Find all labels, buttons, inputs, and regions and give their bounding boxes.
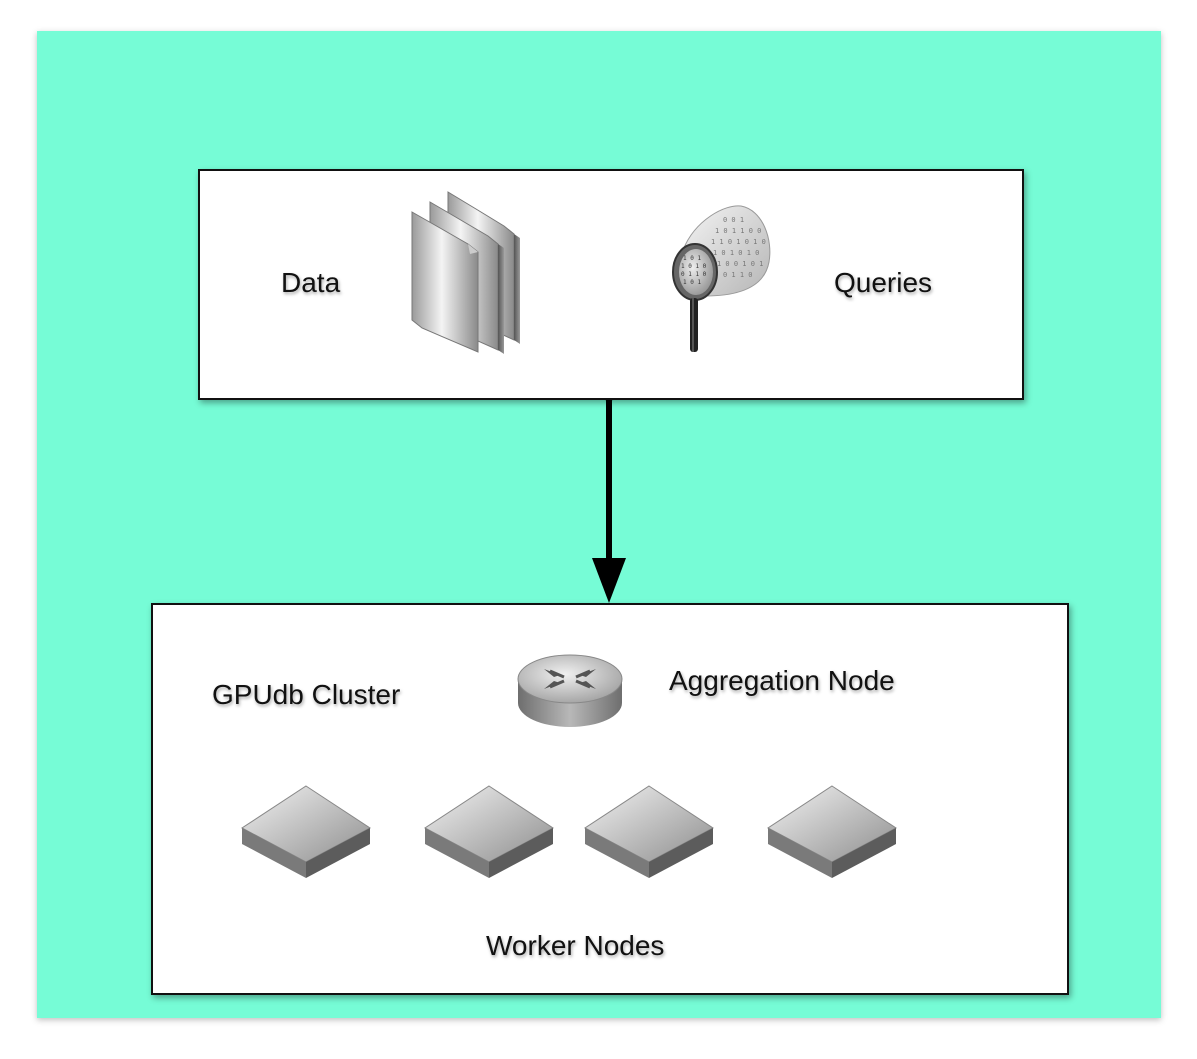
svg-text:1 0 1 0 1 0: 1 0 1 0 1 0 — [713, 249, 759, 257]
svg-text:0 0 1: 0 0 1 — [723, 216, 744, 224]
magnifier-binary-icon: 0 0 1 1 0 1 1 0 0 1 1 0 1 0 1 0 1 0 1 0 … — [672, 205, 771, 352]
worker-node-icon — [424, 785, 554, 878]
svg-text:0 1 1 0: 0 1 1 0 — [681, 271, 707, 278]
data-label: Data — [281, 267, 341, 298]
workers-label: Worker Nodes — [486, 930, 665, 961]
aggregation-label: Aggregation Node — [669, 665, 895, 696]
router-icon — [517, 654, 623, 727]
svg-text:1 0 1 0: 1 0 1 0 — [681, 263, 707, 270]
svg-text:0 1 1 0: 0 1 1 0 — [723, 271, 753, 279]
cluster-label: GPUdb Cluster — [212, 679, 401, 710]
svg-text:1 1 0 1 0 1 0: 1 1 0 1 0 1 0 — [711, 238, 766, 246]
worker-node-icon — [767, 785, 897, 878]
input-box — [198, 169, 1024, 400]
svg-text:1 0 0 1 0 1: 1 0 0 1 0 1 — [717, 260, 763, 268]
svg-text:1 0 1: 1 0 1 — [683, 255, 701, 262]
svg-text:1 0 1: 1 0 1 — [683, 279, 701, 286]
documents-icon — [411, 191, 520, 354]
svg-text:1 0 1 1 0 0: 1 0 1 1 0 0 — [715, 227, 761, 235]
queries-label: Queries — [834, 267, 933, 298]
worker-node-icon — [241, 785, 371, 878]
worker-node-icon — [584, 785, 714, 878]
